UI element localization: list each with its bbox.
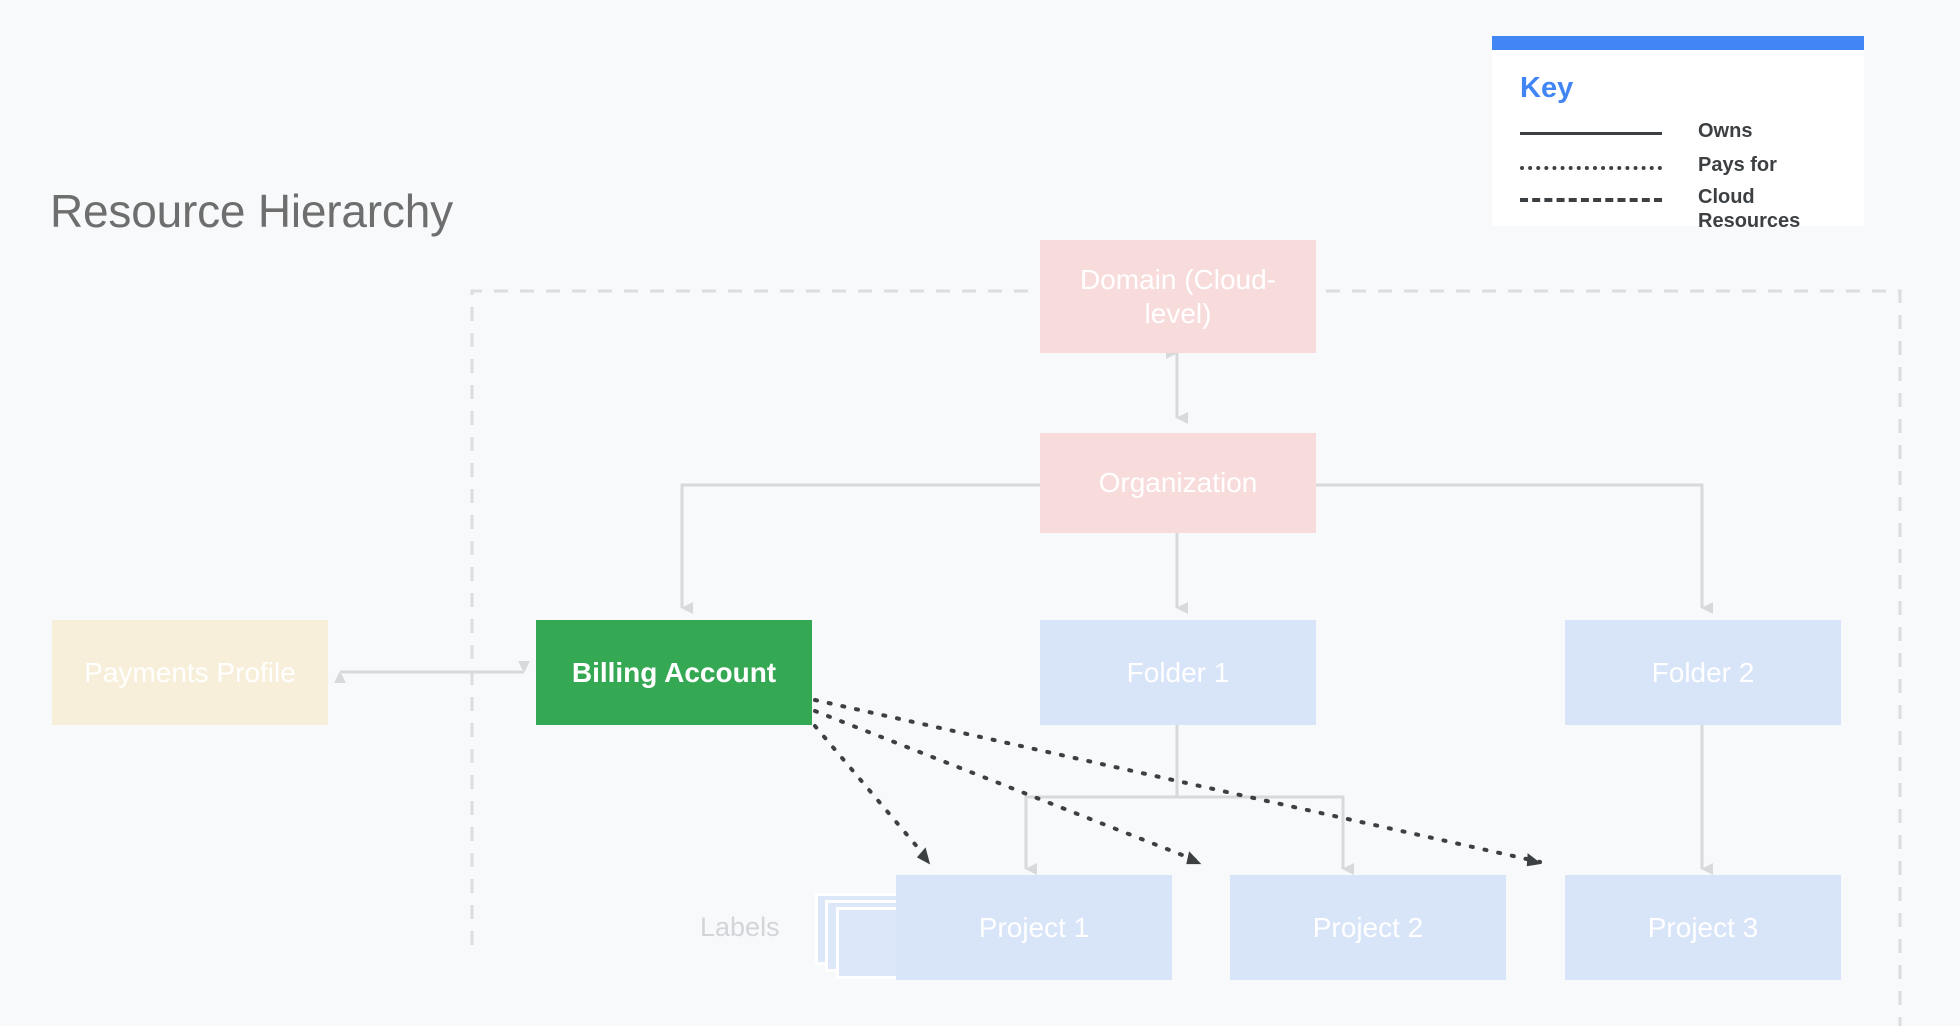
node-project-1[interactable]: Project 1 (896, 875, 1172, 980)
node-billing-account[interactable]: Billing Account (536, 620, 812, 725)
node-project-2[interactable]: Project 2 (1230, 875, 1506, 980)
dotted-line-sample (1520, 166, 1662, 170)
key-row-owns: Owns (1520, 120, 1850, 144)
key-label-cloud-line2: Resources (1698, 209, 1801, 232)
node-organization-label: Organization (1098, 467, 1258, 499)
key-label-pays-for: Pays for (1698, 154, 1777, 176)
node-payments-profile-label: Payments Profile (84, 656, 296, 688)
node-project-1-label: Project 1 (978, 911, 1090, 943)
node-folder-1-label: Folder 1 (1126, 656, 1230, 688)
edge-folder1-projects (1024, 725, 1354, 875)
node-organization[interactable]: Organization (1040, 433, 1316, 533)
key-row-pays-for: Pays for (1520, 154, 1850, 178)
edge-organization-folder2 (1316, 483, 1713, 614)
key-title: Key (1520, 72, 1574, 104)
edge-billing-project1 (813, 724, 932, 865)
key-label-owns: Owns (1698, 120, 1753, 142)
node-project-3[interactable]: Project 3 (1565, 875, 1841, 980)
solid-line-sample (1520, 132, 1662, 135)
key-label-cloud-line1: Cloud (1698, 186, 1755, 208)
page-title: Resource Hierarchy (50, 185, 453, 237)
node-folder-1[interactable]: Folder 1 (1040, 620, 1316, 725)
edge-organization-billing (680, 483, 1040, 614)
labels-caption: Labels (700, 912, 780, 942)
dashed-line-sample (1520, 198, 1662, 202)
node-folder-2-label: Folder 2 (1651, 656, 1755, 688)
node-domain-label: Domain (Cloud-level) (1079, 263, 1277, 329)
node-billing-account-label: Billing Account (571, 656, 777, 688)
node-project-3-label: Project 3 (1647, 911, 1759, 943)
node-payments-profile[interactable]: Payments Profile (52, 620, 328, 725)
edge-billing-project2 (813, 709, 1202, 865)
node-folder-2[interactable]: Folder 2 (1565, 620, 1841, 725)
node-project-2-label: Project 2 (1312, 911, 1424, 943)
key-accent-bar (1492, 36, 1864, 50)
node-domain[interactable]: Domain (Cloud-level) (1040, 240, 1316, 353)
